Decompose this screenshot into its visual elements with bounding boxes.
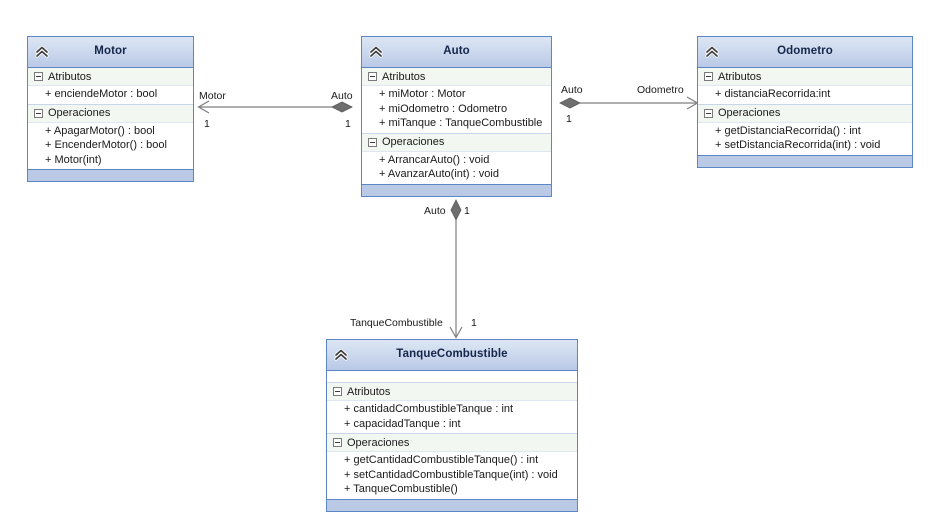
connector-auto-motor[interactable]	[197, 100, 353, 114]
section-header-operaciones-tanque[interactable]: Operaciones	[327, 433, 577, 452]
class-member: + distanciaRecorrida:int	[715, 88, 831, 100]
section-label: Atributos	[48, 70, 92, 83]
class-member: + TanqueCombustible()	[344, 483, 458, 495]
class-member: + setCantidadCombustibleTanque(int) : vo…	[344, 468, 558, 481]
minus-square-icon[interactable]	[34, 108, 43, 118]
minus-square-icon[interactable]	[368, 137, 377, 147]
class-footer-tanquecombustible	[327, 498, 577, 511]
section-header-atributos-tanque[interactable]: Atributos	[327, 382, 577, 401]
class-body-spacer	[327, 371, 577, 382]
minus-square-icon[interactable]	[704, 72, 713, 81]
class-member: + capacidadTanque : int	[344, 417, 461, 430]
member-list-atributos-tanque: + cantidadCombustibleTanque : int + capa…	[327, 401, 577, 433]
member-list-operaciones-odometro: + getDistanciaRecorrida() : int + setDis…	[698, 123, 912, 155]
class-body-tanquecombustible: Atributos + cantidadCombustibleTanque : …	[327, 371, 577, 499]
double-chevron-up-icon[interactable]	[704, 44, 720, 60]
section-header-operaciones-odometro[interactable]: Operaciones	[698, 103, 912, 123]
connector-label-auto-multiplicity-right: 1	[566, 113, 572, 125]
class-body-odometro: Atributos + distanciaRecorrida:int Opera…	[698, 68, 912, 155]
double-chevron-up-icon[interactable]	[333, 347, 349, 363]
minus-square-icon[interactable]	[333, 438, 342, 447]
section-header-operaciones-auto[interactable]: Operaciones	[362, 132, 551, 152]
connector-auto-tanque[interactable]	[449, 199, 463, 339]
member-list-atributos-auto: + miMotor : Motor + miOdometro : Odometr…	[362, 86, 551, 133]
section-header-atributos-auto[interactable]: Atributos	[362, 68, 551, 86]
section-label: Operaciones	[347, 436, 410, 449]
member-list-operaciones-auto: + ArrancarAuto() : void + AvanzarAuto(in…	[362, 152, 551, 184]
uml-class-tanquecombustible[interactable]: TanqueCombustible Atributos + cantidadCo…	[326, 339, 578, 512]
section-header-operaciones-motor[interactable]: Operaciones	[28, 103, 193, 123]
connector-label-auto-role-right: Auto	[561, 84, 583, 96]
connector-label-auto-multiplicity-left: 1	[345, 118, 351, 130]
uml-class-motor[interactable]: Motor Atributos + enciendeMotor : bool O…	[27, 36, 194, 182]
connector-label-motor-role: Motor	[199, 90, 226, 102]
class-title-motor: Motor	[94, 45, 127, 58]
connector-label-tanque-multiplicity: 1	[471, 317, 477, 329]
member-list-atributos-motor: + enciendeMotor : bool	[28, 86, 193, 104]
connector-label-odometro-role: Odometro	[637, 84, 684, 96]
class-body-auto: Atributos + miMotor : Motor + miOdometro…	[362, 68, 551, 184]
class-header-auto: Auto	[362, 37, 551, 68]
class-header-odometro: Odometro	[698, 37, 912, 68]
minus-square-icon[interactable]	[368, 72, 377, 81]
class-title-tanquecombustible: TanqueCombustible	[396, 348, 508, 361]
minus-square-icon[interactable]	[704, 108, 713, 118]
connector-label-auto-role-bottom: Auto	[424, 205, 446, 217]
class-footer-motor	[28, 169, 193, 181]
class-member: + setDistanciaRecorrida(int) : void	[715, 139, 881, 151]
section-label: Operaciones	[48, 107, 111, 119]
double-chevron-up-icon[interactable]	[34, 44, 50, 60]
minus-square-icon[interactable]	[333, 387, 342, 396]
class-member: + miTanque : TanqueCombustible	[379, 117, 543, 129]
class-header-tanquecombustible: TanqueCombustible	[327, 340, 577, 371]
class-body-motor: Atributos + enciendeMotor : bool Operaci…	[28, 68, 193, 169]
connector-label-auto-multiplicity-bottom: 1	[464, 205, 470, 217]
connector-label-motor-multiplicity: 1	[204, 118, 210, 130]
section-label: Atributos	[382, 70, 426, 83]
class-header-motor: Motor	[28, 37, 193, 68]
section-header-atributos-motor[interactable]: Atributos	[28, 68, 193, 86]
minus-square-icon[interactable]	[34, 72, 43, 81]
member-list-operaciones-motor: + ApagarMotor() : bool + EncenderMotor()…	[28, 123, 193, 170]
class-member: + getCantidadCombustibleTanque() : int	[344, 454, 539, 466]
uml-class-auto[interactable]: Auto Atributos + miMotor : Motor + miOdo…	[361, 36, 552, 197]
member-list-atributos-odometro: + distanciaRecorrida:int	[698, 86, 912, 104]
class-member: + enciendeMotor : bool	[45, 88, 158, 100]
connector-label-auto-role-left: Auto	[331, 90, 353, 102]
member-list-operaciones-tanque: + getCantidadCombustibleTanque() : int +…	[327, 452, 577, 499]
double-chevron-up-icon[interactable]	[368, 44, 384, 60]
class-member: + ApagarMotor() : bool	[45, 124, 155, 137]
section-label: Atributos	[718, 70, 762, 83]
section-header-atributos-odometro[interactable]: Atributos	[698, 68, 912, 86]
class-title-odometro: Odometro	[777, 45, 833, 58]
uml-class-odometro[interactable]: Odometro Atributos + distanciaRecorrida:…	[697, 36, 913, 168]
section-label: Atributos	[347, 385, 391, 398]
class-member: + getDistanciaRecorrida() : int	[715, 124, 861, 137]
class-member: + miOdometro : Odometro	[379, 102, 508, 115]
class-title-auto: Auto	[443, 45, 470, 58]
section-label: Operaciones	[718, 107, 781, 119]
connector-label-tanque-role: TanqueCombustible	[350, 317, 443, 329]
class-member: + Motor(int)	[45, 153, 102, 166]
class-member: + AvanzarAuto(int) : void	[379, 168, 499, 180]
section-label: Operaciones	[382, 136, 445, 148]
connector-auto-odometro[interactable]	[559, 96, 699, 110]
class-member: + miMotor : Motor	[379, 88, 466, 100]
class-footer-odometro	[698, 154, 912, 167]
class-member: + EncenderMotor() : bool	[45, 139, 167, 151]
class-footer-auto	[362, 183, 551, 196]
class-member: + cantidadCombustibleTanque : int	[344, 403, 514, 415]
class-member: + ArrancarAuto() : void	[379, 153, 490, 166]
